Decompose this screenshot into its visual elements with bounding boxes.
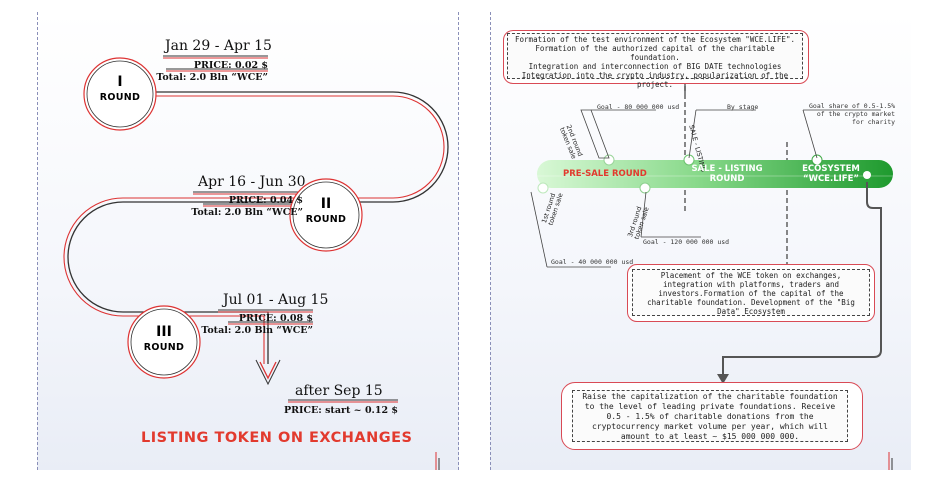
round3-total: Total: 2.0 Bln “WCE” [201, 325, 313, 336]
goal-share-line1: Goal share of 0.5-1.5% [809, 102, 896, 110]
goal-share-line3: for charity [852, 118, 896, 126]
bottom-objectives-box: Raise the capitalization of the charitab… [561, 382, 863, 450]
round1-word: ROUND [99, 92, 141, 103]
goal-share-label: Goal share of 0.5-1.5% of the crypto mar… [809, 102, 895, 126]
round3-word: ROUND [143, 342, 185, 353]
sale-line1: SALE - LISTING [691, 164, 763, 174]
goal2-label: Goal - 80 000 000 usd [597, 103, 680, 111]
bottom-line-3: 0.5 - 1.5% of charitable donations from … [606, 412, 814, 421]
top-line-5: project. [636, 80, 674, 89]
goal1-label: Goal - 40 000 000 usd [551, 258, 634, 266]
top-line-4: Integration into the crypto industry, po… [521, 71, 789, 80]
bottom-line-2: to the level of leading private foundati… [584, 402, 836, 411]
roadmap-path [63, 55, 449, 470]
after-date: after Sep 15 [295, 383, 383, 399]
mid-objectives-box: Placement of the WCE token on exchanges,… [627, 264, 875, 322]
round2-numeral: II [320, 196, 332, 212]
round2-date: Apr 16 - Jun 30 [198, 174, 306, 190]
eco-line2: “WCE.LIFE” [802, 174, 859, 184]
top-line-2: Formation of the authorized capital of t… [535, 44, 775, 62]
round2-word: ROUND [305, 214, 347, 225]
mid-line-3: investors.Formation of the capital of th… [658, 289, 844, 298]
presale-round-label: PRE-SALE ROUND [563, 169, 647, 179]
sale-line2: ROUND [709, 174, 745, 184]
mid-line-5: Data" Ecosystem [717, 307, 785, 316]
bottom-objectives-text: Raise the capitalization of the charitab… [572, 390, 848, 442]
sale-listing-round-label: SALE - LISTING ROUND [687, 164, 767, 184]
round2-price: PRICE: 0.04 $ [228, 195, 303, 206]
by-stage-label: By stage [727, 103, 759, 111]
top-objectives-box: Formation of the test environment of the… [503, 30, 809, 89]
eco-line1: ECOSYSTEM [802, 164, 860, 174]
top-line-1: Formation of the test environment of the… [515, 35, 795, 44]
mid-objectives-text: Placement of the WCE token on exchanges,… [632, 269, 870, 316]
roadmap-page-left: Jan 29 - Apr 15 PRICE: 0.02 $ Total: 2.0… [37, 12, 459, 470]
goal-share-line2: of the crypto market [816, 110, 896, 118]
mid-line-4: charitable foundation. Development of th… [647, 298, 855, 307]
mid-line-2: integration with platforms, traders and [662, 280, 840, 289]
goal3-label: Goal - 120 000 000 usd [643, 238, 730, 246]
round3-price: PRICE: 0.08 $ [238, 313, 313, 324]
after-price: PRICE: start ~ 0.12 $ [283, 405, 398, 416]
ecosystem-page-right: Formation of the test environment of the… [490, 12, 911, 470]
ecosystem-diagram [530, 82, 893, 470]
mid-line-1: Placement of the WCE token on exchanges, [660, 271, 842, 280]
bottom-line-5: amount to at least ~ $15 000 000 000. [620, 432, 800, 441]
round3-numeral: III [156, 324, 172, 340]
round2-total: Total: 2.0 Bln “WCE” [191, 207, 303, 218]
round1-numeral: I [117, 74, 123, 90]
bottom-line-4: cryptocurrency market volume per year, w… [591, 422, 828, 431]
ecosystem-label: ECOSYSTEM “WCE.LIFE” [791, 164, 871, 184]
round3-date: Jul 01 - Aug 15 [223, 292, 329, 308]
round1-total: Total: 2.0 Bln “WCE” [156, 72, 268, 83]
bottom-line-1: Raise the capitalization of the charitab… [582, 392, 838, 401]
round1-price: PRICE: 0.02 $ [193, 60, 268, 71]
listing-title: LISTING TOKEN ON EXCHANGES [141, 430, 413, 446]
round1-date: Jan 29 - Apr 15 [165, 38, 272, 54]
top-line-3: Integration and interconnection of BIG D… [528, 62, 782, 71]
top-objectives-text: Formation of the test environment of the… [507, 33, 803, 89]
